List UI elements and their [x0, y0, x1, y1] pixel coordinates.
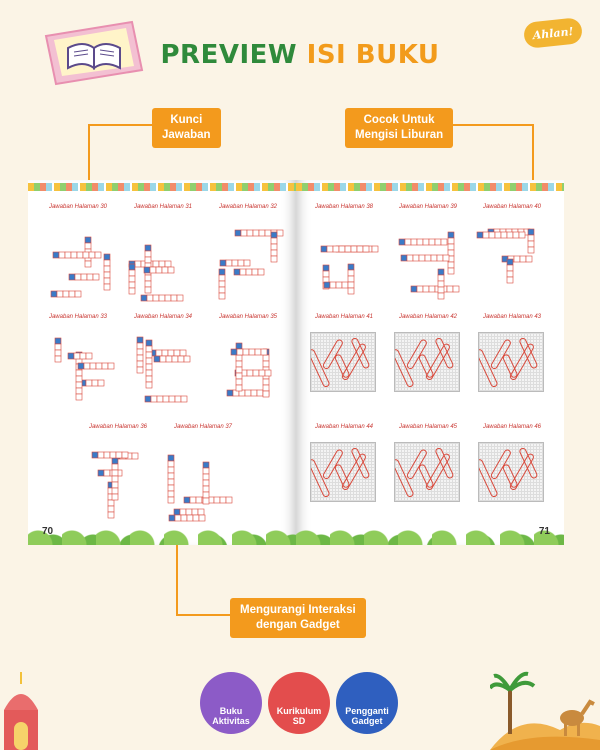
answer-cell: Jawaban Halaman 30 [38, 204, 118, 304]
answer-label: Jawaban Halaman 39 [398, 204, 458, 210]
callout-connector [532, 124, 534, 186]
page-stripe [296, 183, 564, 191]
callout-connector [448, 124, 534, 126]
callout-connector [88, 124, 152, 126]
answer-cell: Jawaban Halaman 45 [388, 424, 468, 524]
crossword-grid [167, 442, 241, 522]
answer-cell: Jawaban Halaman 43 [472, 314, 552, 414]
answer-cell: Jawaban Halaman 36 [78, 424, 158, 524]
crossword-grid [42, 222, 116, 302]
page-title: PREVIEW ISI BUKU [0, 40, 600, 70]
crossword-grid [212, 332, 286, 412]
desert-camel-illustration [490, 671, 600, 750]
callout-kunci-jawaban: Kunci Jawaban [152, 108, 221, 148]
crossword-grid [42, 332, 116, 412]
word-search-grid [308, 332, 376, 392]
book-page-left: Jawaban Halaman 30 Jawaban Halaman 31 Jawa… [28, 180, 296, 545]
crossword-grid [392, 222, 466, 302]
answer-label: Jawaban Halaman 46 [482, 424, 542, 430]
answer-cell: Jawaban Halaman 32 [208, 204, 288, 304]
crossword-grid [127, 222, 201, 302]
mosque-illustration [4, 672, 38, 750]
right-page-number: 71 [538, 526, 550, 537]
word-search-grid [308, 442, 376, 502]
answer-cell: Jawaban Halaman 39 [388, 204, 468, 304]
answer-label: Jawaban Halaman 42 [398, 314, 458, 320]
feature-badges: Buku Aktivitas Kurikulum SD Pengganti Ga… [200, 672, 400, 742]
answer-label: Jawaban Halaman 34 [133, 314, 193, 320]
answer-label: Jawaban Halaman 30 [48, 204, 108, 210]
callout-cocok-untuk: Cocok Untuk Mengisi Liburan [345, 108, 454, 148]
book-page-right: Jawaban Halaman 38 Jawaban Halaman 39 Jawa… [296, 180, 564, 545]
word-search-grid [476, 332, 544, 392]
crossword-grid [212, 222, 286, 302]
callout-connector [176, 614, 230, 616]
answer-cell: Jawaban Halaman 44 [304, 424, 384, 524]
answer-cell: Jawaban Halaman 34 [123, 314, 203, 414]
answer-cell: Jawaban Halaman 40 [472, 204, 552, 304]
grass-decoration [296, 519, 564, 545]
answer-label: Jawaban Halaman 43 [482, 314, 542, 320]
badge-buku-aktivitas: Buku Aktivitas [200, 672, 262, 734]
answer-cell: Jawaban Halaman 46 [472, 424, 552, 524]
grass-decoration [28, 519, 296, 545]
answer-cell: Jawaban Halaman 41 [304, 314, 384, 414]
badge-kurikulum-sd: Kurikulum SD [268, 672, 330, 734]
answer-cell: Jawaban Halaman 33 [38, 314, 118, 414]
answer-cell: Jawaban Halaman 31 [123, 204, 203, 304]
callout-mengurangi-interaksi: Mengurangi Interaksi dengan Gadget [230, 598, 366, 638]
open-book: Jawaban Halaman 30 Jawaban Halaman 31 Jawa… [28, 180, 564, 548]
answer-label: Jawaban Halaman 40 [482, 204, 542, 210]
word-search-grid [392, 442, 460, 502]
answer-label: Jawaban Halaman 32 [218, 204, 278, 210]
book-rug-illustration [44, 20, 144, 86]
answer-label: Jawaban Halaman 36 [88, 424, 148, 430]
callout-connector [88, 124, 90, 186]
word-search-grid [392, 332, 460, 392]
answer-cell: Jawaban Halaman 42 [388, 314, 468, 414]
answer-label: Jawaban Halaman 44 [314, 424, 374, 430]
answer-label: Jawaban Halaman 33 [48, 314, 108, 320]
answer-label: Jawaban Halaman 31 [133, 204, 193, 210]
answer-label: Jawaban Halaman 38 [314, 204, 374, 210]
answer-cell: Jawaban Halaman 35 [208, 314, 288, 414]
answer-cell: Jawaban Halaman 37 [163, 424, 243, 524]
crossword-grid [127, 332, 201, 412]
left-page-number: 70 [42, 526, 54, 537]
crossword-grid [82, 442, 156, 522]
word-search-grid [476, 442, 544, 502]
page-stripe [28, 183, 296, 191]
title-preview: PREVIEW [160, 40, 298, 70]
answer-label: Jawaban Halaman 41 [314, 314, 374, 320]
answer-cell: Jawaban Halaman 38 [304, 204, 384, 304]
badge-pengganti-gadget: Pengganti Gadget [336, 672, 398, 734]
answer-label: Jawaban Halaman 35 [218, 314, 278, 320]
callout-connector [176, 516, 178, 616]
answer-label: Jawaban Halaman 45 [398, 424, 458, 430]
crossword-grid [308, 222, 382, 302]
title-isi-buku: ISI BUKU [306, 40, 440, 70]
crossword-grid [476, 222, 550, 302]
answer-label: Jawaban Halaman 37 [173, 424, 233, 430]
